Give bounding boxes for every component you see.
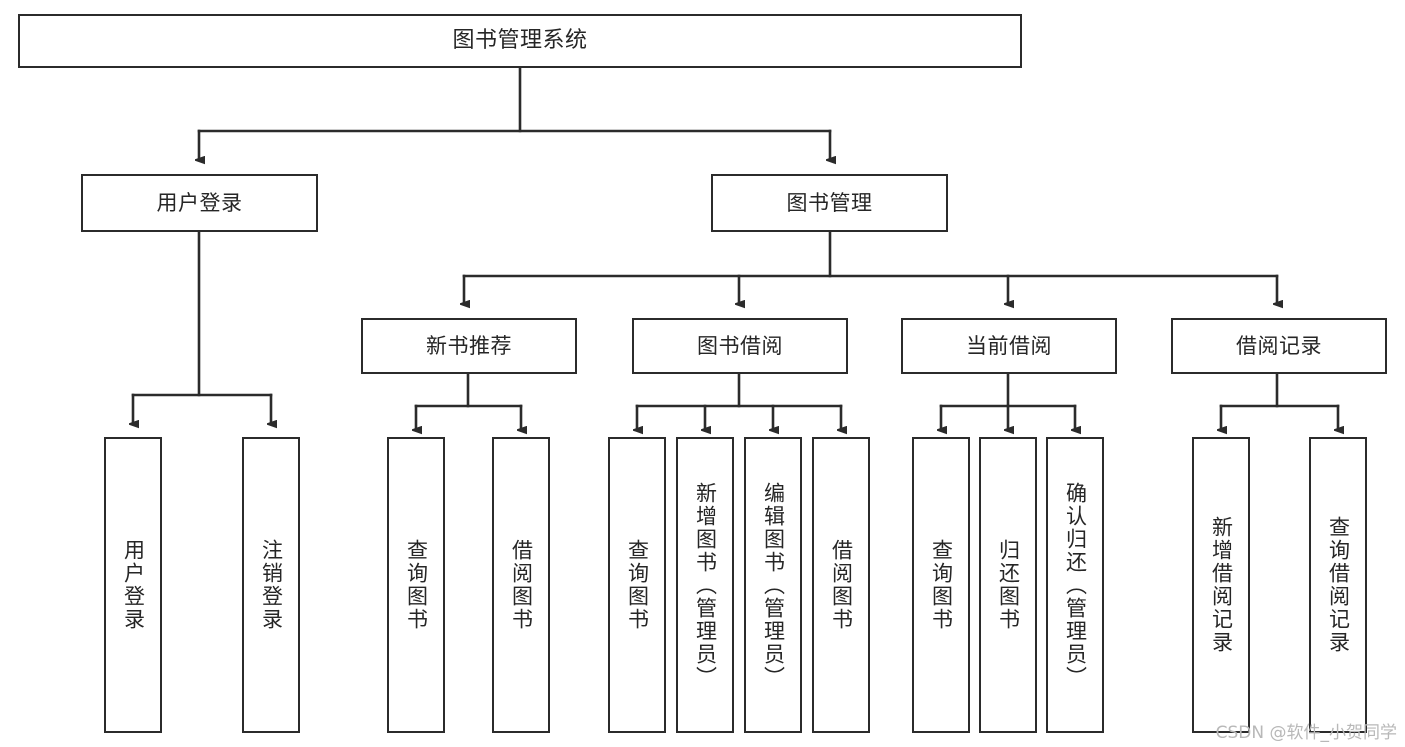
node-label: 用户登录: [156, 190, 243, 215]
node-label: 查询图书: [929, 539, 954, 631]
leaf-query-book-current[interactable]: 查询图书: [912, 437, 970, 733]
node-label: 查询图书: [404, 539, 429, 631]
node-label: 借阅记录: [1236, 333, 1322, 358]
node-label: 借阅图书: [829, 539, 854, 631]
node-label: 当前借阅: [966, 333, 1052, 358]
node-label: 归还图书: [996, 539, 1021, 631]
leaf-borrow-book[interactable]: 借阅图书: [812, 437, 870, 733]
leaf-confirm-return-admin[interactable]: 确认归还（管理员）: [1046, 437, 1104, 733]
node-label: 注销登录: [259, 539, 284, 631]
leaf-query-book-borrow[interactable]: 查询图书: [608, 437, 666, 733]
node-label: 图书借阅: [697, 333, 783, 358]
node-label: 编辑图书（管理员）: [761, 481, 786, 689]
node-label: 图书管理系统: [452, 28, 588, 54]
node-label: 图书管理: [786, 190, 873, 215]
leaf-query-borrow-record[interactable]: 查询借阅记录: [1309, 437, 1367, 733]
node-label: 用户登录: [121, 539, 146, 631]
node-label: 借阅图书: [509, 539, 534, 631]
leaf-user-login[interactable]: 用户登录: [104, 437, 162, 733]
node-label: 新书推荐: [426, 333, 512, 358]
node-label: 查询图书: [625, 539, 650, 631]
node-label: 查询借阅记录: [1326, 516, 1351, 654]
node-user-login[interactable]: 用户登录: [81, 174, 318, 232]
leaf-add-borrow-record[interactable]: 新增借阅记录: [1192, 437, 1250, 733]
node-borrow-record[interactable]: 借阅记录: [1171, 318, 1387, 374]
node-current-borrow[interactable]: 当前借阅: [901, 318, 1117, 374]
node-label: 确认归还（管理员）: [1063, 481, 1088, 689]
leaf-logout[interactable]: 注销登录: [242, 437, 300, 733]
node-book-management[interactable]: 图书管理: [711, 174, 948, 232]
leaf-query-book-recommend[interactable]: 查询图书: [387, 437, 445, 733]
node-label: 新增图书（管理员）: [693, 481, 718, 689]
leaf-return-book[interactable]: 归还图书: [979, 437, 1037, 733]
node-book-management-system[interactable]: 图书管理系统: [18, 14, 1022, 68]
node-label: 新增借阅记录: [1209, 516, 1234, 654]
leaf-edit-book-admin[interactable]: 编辑图书（管理员）: [744, 437, 802, 733]
node-book-borrow[interactable]: 图书借阅: [632, 318, 848, 374]
leaf-borrow-book-recommend[interactable]: 借阅图书: [492, 437, 550, 733]
node-new-book-recommend[interactable]: 新书推荐: [361, 318, 577, 374]
leaf-add-book-admin[interactable]: 新增图书（管理员）: [676, 437, 734, 733]
